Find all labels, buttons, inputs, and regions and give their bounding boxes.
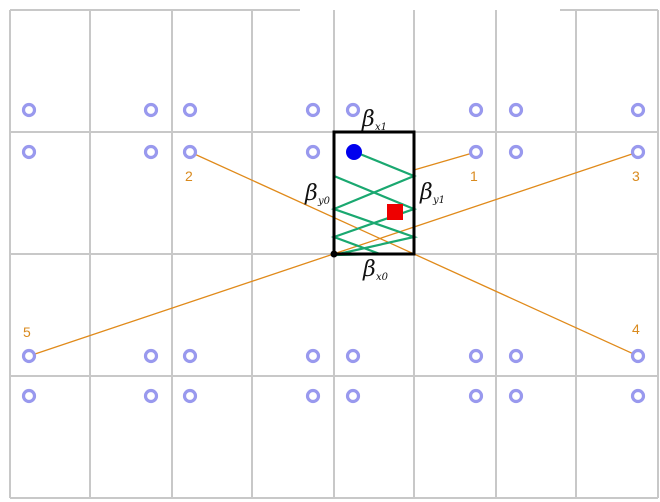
- ray-number-2: 2: [185, 168, 193, 184]
- origin-dot: [330, 250, 338, 258]
- ring-marker: [468, 348, 484, 364]
- ring-marker: [630, 144, 646, 160]
- ring-marker: [305, 348, 321, 364]
- beta-x0-subscript: x0: [376, 272, 389, 283]
- ring-marker: [468, 102, 484, 118]
- ring-marker: [345, 102, 361, 118]
- ring-marker: [21, 348, 37, 364]
- ring-marker: [143, 144, 159, 160]
- ring-marker: [630, 388, 646, 404]
- beta-x1-subscript: x1: [375, 122, 387, 133]
- blue-dot: [346, 144, 362, 160]
- ring-marker: [21, 144, 37, 160]
- ray-number-3: 3: [632, 168, 640, 184]
- red-square: [387, 204, 403, 220]
- ring-marker: [305, 102, 321, 118]
- ring-marker: [508, 388, 524, 404]
- beta-x0-symbol: β: [362, 257, 376, 282]
- highlighted-cell-box: [332, 130, 416, 256]
- beta-y1-symbol: β: [419, 180, 433, 205]
- ring-marker: [182, 348, 198, 364]
- ring-marker: [21, 388, 37, 404]
- ring-marker: [143, 102, 159, 118]
- ring-marker: [182, 102, 198, 118]
- ray-1-segment: [413, 151, 477, 171]
- ring-marker: [182, 388, 198, 404]
- beta-y1-subscript: y1: [432, 195, 445, 206]
- ring-marker: [468, 388, 484, 404]
- zigzag-path: [330, 150, 418, 257]
- ring-marker: [630, 102, 646, 118]
- ring-marker: [143, 388, 159, 404]
- ring-marker: [182, 144, 198, 160]
- markers: [21, 102, 646, 404]
- ray-number-4: 4: [632, 321, 640, 337]
- ray-number-5: 5: [23, 324, 31, 340]
- ring-marker: [508, 144, 524, 160]
- ring-marker: [345, 388, 361, 404]
- ring-marker: [21, 102, 37, 118]
- ring-marker: [143, 348, 159, 364]
- ring-marker: [305, 144, 321, 160]
- ring-marker: [508, 102, 524, 118]
- ring-marker: [630, 348, 646, 364]
- ring-marker: [345, 348, 361, 364]
- beta-y0-symbol: β: [304, 181, 318, 206]
- ring-marker: [305, 388, 321, 404]
- ring-marker: [508, 348, 524, 364]
- ray-number-1: 1: [470, 168, 478, 184]
- beta-x1-symbol: β: [361, 107, 375, 132]
- beta-y0-subscript: y0: [317, 196, 331, 207]
- ring-marker: [468, 144, 484, 160]
